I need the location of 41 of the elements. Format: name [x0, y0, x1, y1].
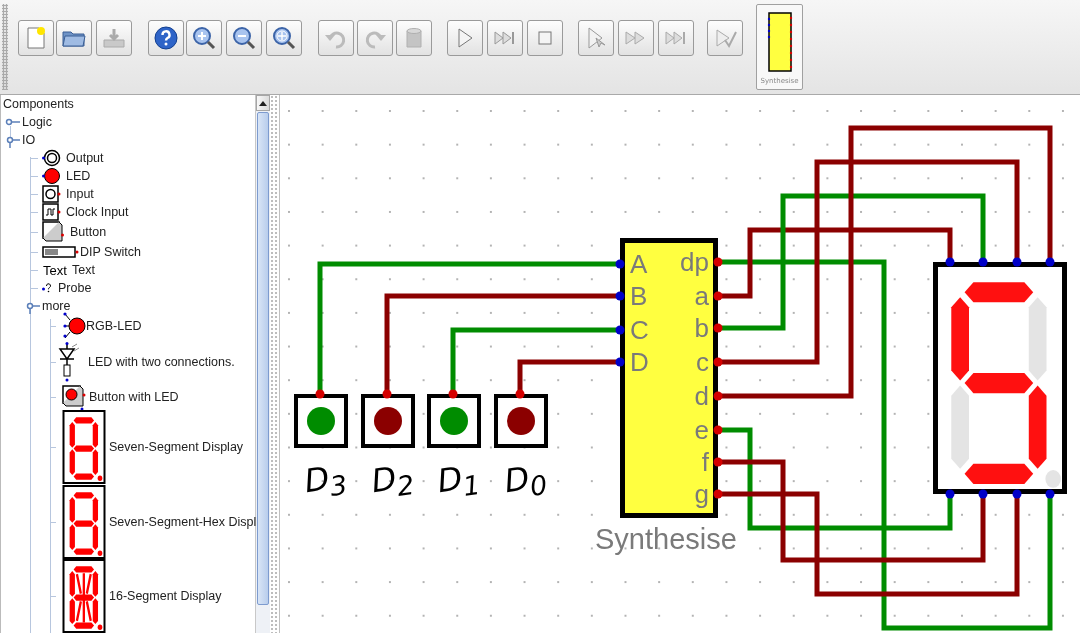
input-label: D$_{0}$	[501, 458, 550, 504]
pin-label: g	[694, 479, 709, 509]
tree-item-label: Button with LED	[89, 390, 179, 404]
pin-label: D	[630, 347, 649, 377]
text-icon-label: Text	[43, 264, 67, 278]
tree-item-label: LED	[66, 169, 91, 183]
logic-block	[620, 238, 718, 518]
tree-item-label: RGB-LED	[86, 319, 142, 333]
tree-item-label: DIP Switch	[80, 245, 141, 259]
tree-item-label: Clock Input	[66, 205, 129, 219]
push-button	[294, 394, 348, 448]
pin-label: b	[694, 313, 709, 343]
input-label: D$_{3}$	[301, 458, 350, 504]
tree-item-label: Output	[66, 151, 104, 165]
push-button	[361, 394, 415, 448]
pin-label: a	[694, 281, 709, 311]
pin-label: e	[694, 415, 709, 445]
tree-item-label: IO	[22, 133, 36, 147]
pin-label: d	[694, 381, 709, 411]
push-button	[427, 394, 481, 448]
pin-label: dp	[680, 247, 709, 277]
tree-item-label: Seven-Segment Display	[109, 440, 244, 454]
tree-heading: Components	[3, 97, 74, 111]
tree-item-label: Seven-Segment-Hex Displ	[109, 515, 257, 529]
tree-item-label: Button	[70, 225, 107, 239]
pin-label: C	[630, 315, 649, 345]
tree-item-label: more	[42, 299, 71, 313]
tree-item-label: Text	[72, 263, 95, 277]
pin-label: f	[701, 447, 709, 477]
tree-item-label: 16-Segment Display	[109, 589, 222, 603]
tree-item-label: Logic	[22, 115, 52, 129]
tree-item-label: Input	[66, 187, 94, 201]
push-button	[494, 394, 548, 448]
component-label: Synthesise	[595, 524, 737, 554]
tree-item-label: LED with two connections.	[88, 355, 235, 369]
pin-label: A	[630, 249, 648, 279]
pin-label: c	[696, 347, 709, 377]
tree-item-label: Probe	[58, 281, 92, 295]
pin-label: B	[630, 281, 648, 311]
input-label: D$_{2}$	[368, 458, 417, 504]
input-label: D$_{1}$	[434, 458, 483, 504]
